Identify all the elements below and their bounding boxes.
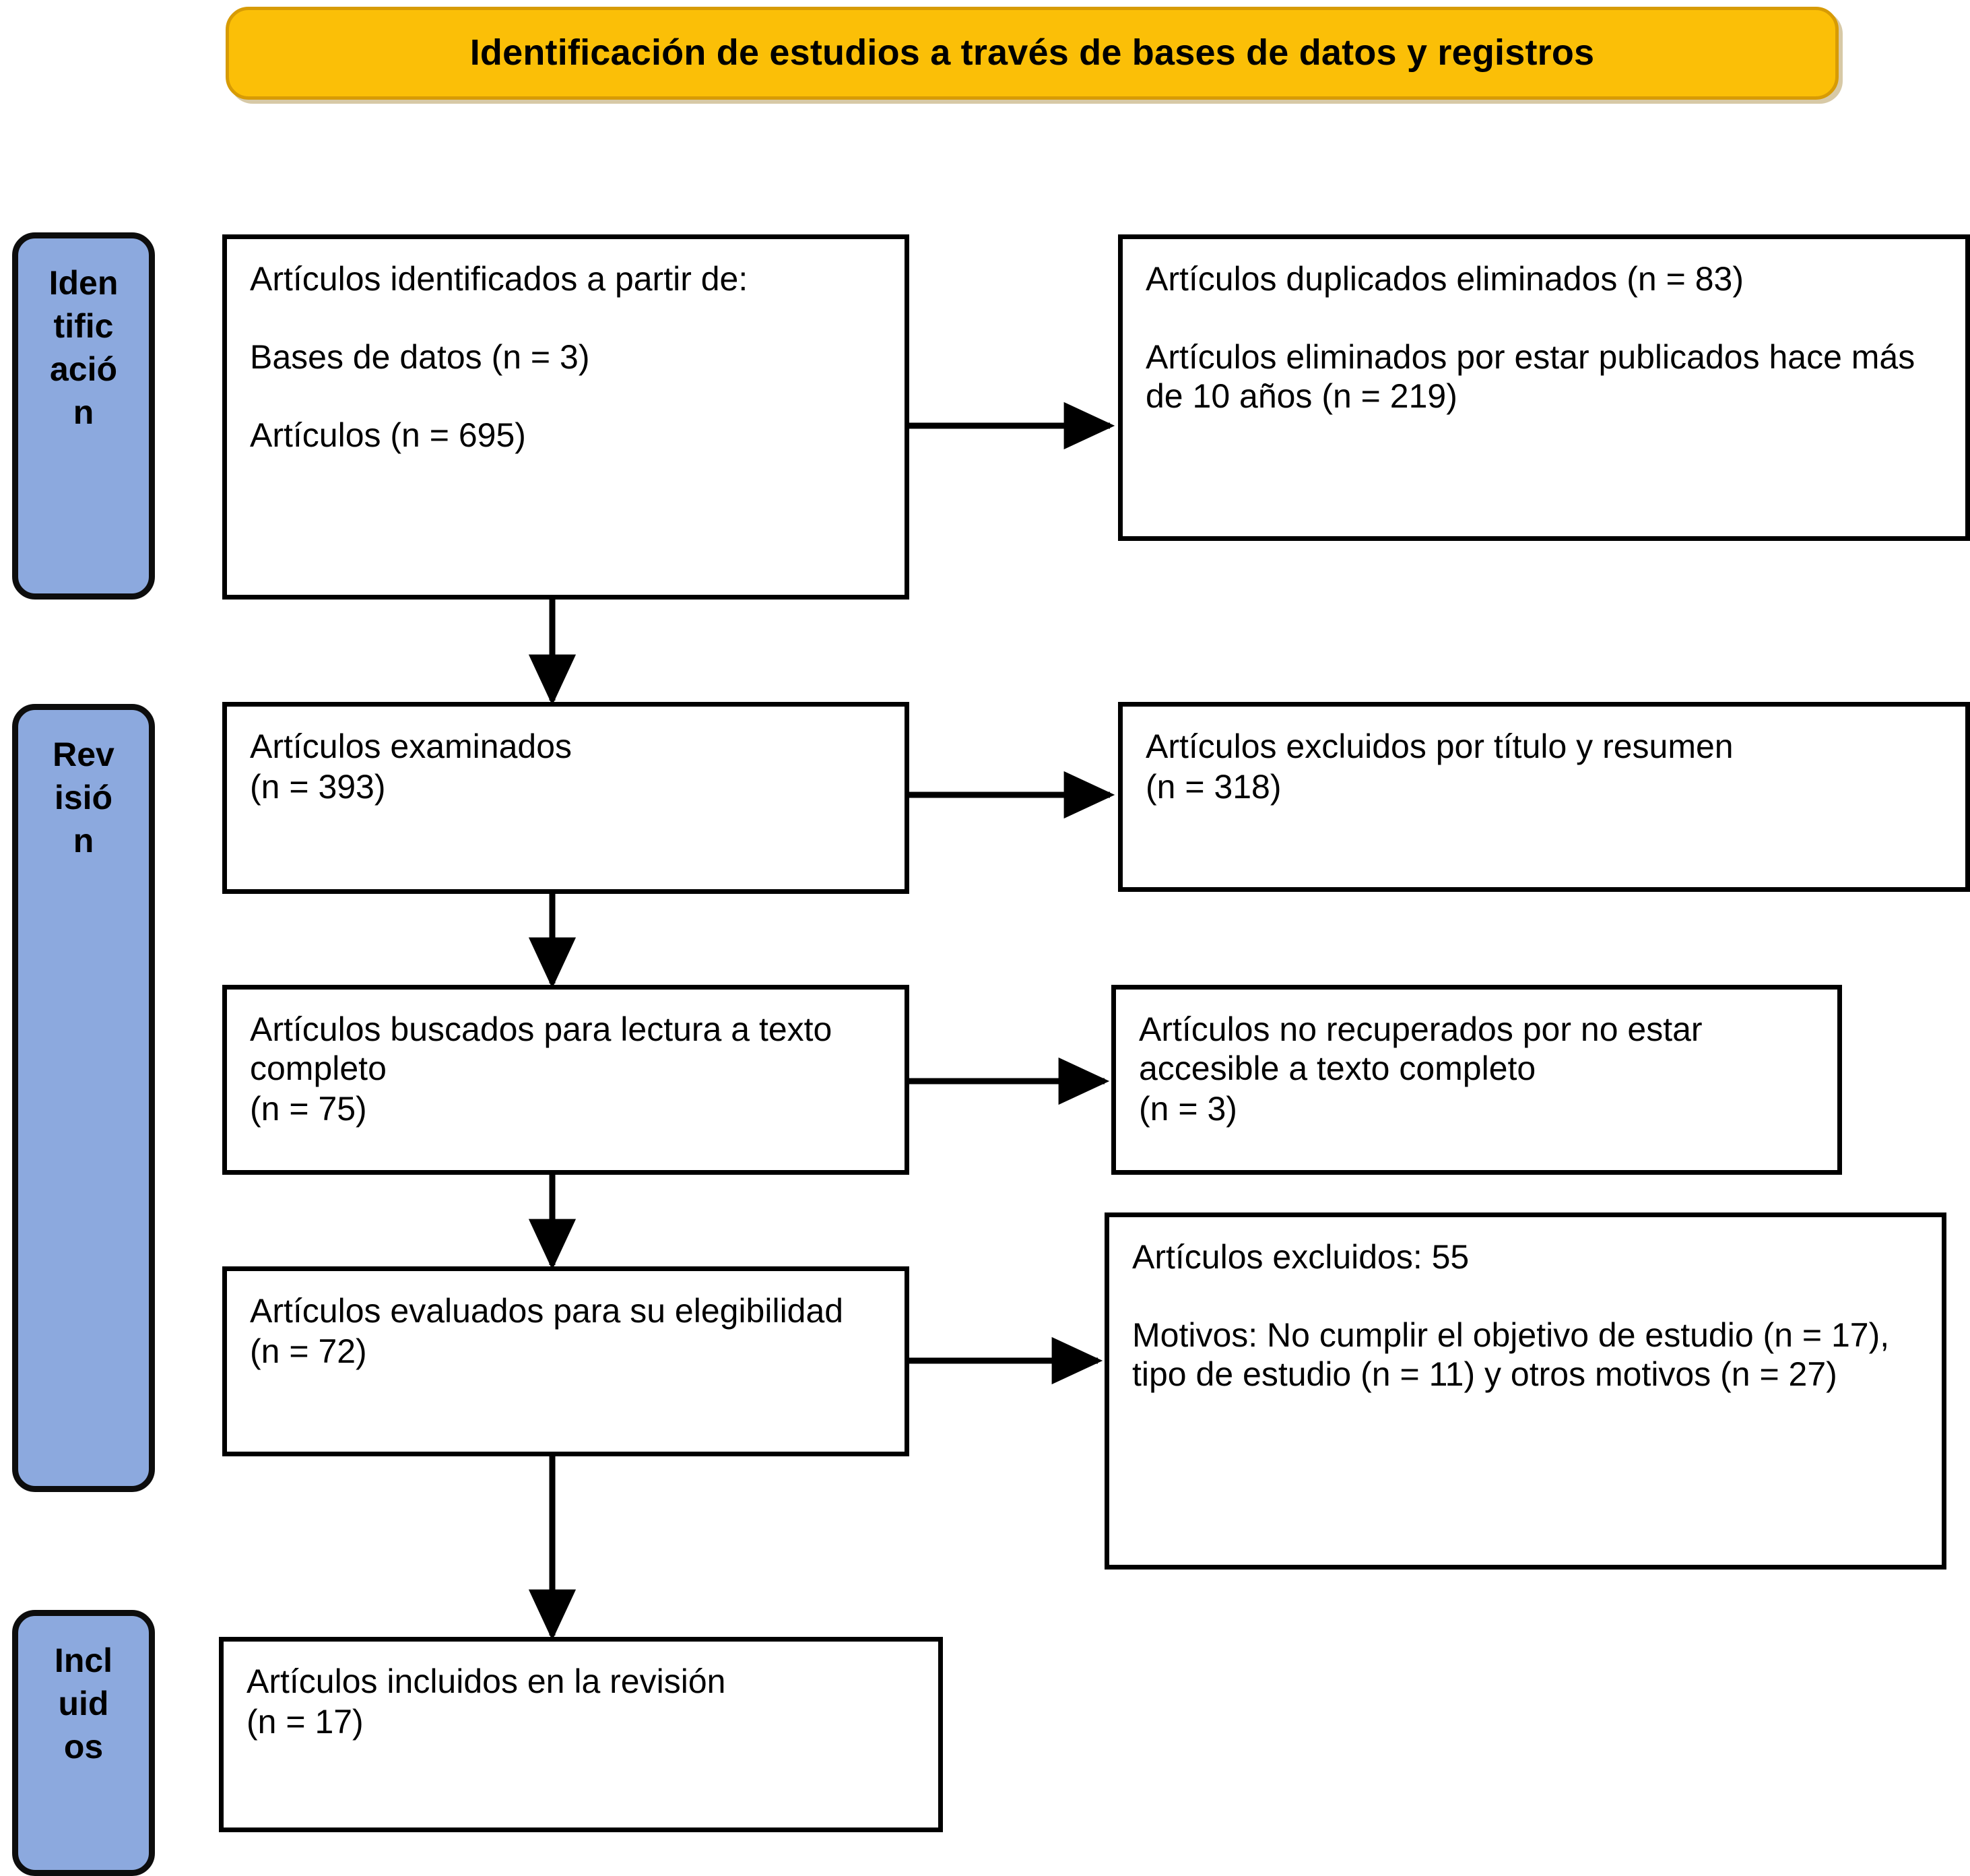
stage-line: Rev — [53, 736, 114, 773]
box-line: (n = 17) — [247, 1703, 364, 1741]
box-line: (n = 75) — [250, 1090, 367, 1128]
box-line: (n = 318) — [1146, 768, 1282, 806]
stage-line: isió — [54, 779, 113, 816]
box-articulos-buscados-texto-completo: Artículos buscados para lectura a texto … — [222, 985, 909, 1175]
box-line: Artículos examinados — [250, 727, 572, 765]
box-line: Artículos buscados para lectura a texto … — [250, 1010, 832, 1087]
stage-label-revision: Rev isió n — [12, 704, 155, 1492]
diagram-title-banner: Identificación de estudios a través de b… — [226, 7, 1839, 100]
box-line: Artículos identificados a partir de: — [250, 260, 748, 298]
box-line: Artículos eliminados por estar publicado… — [1146, 338, 1915, 415]
stage-label-incluidos: Incl uid os — [12, 1610, 155, 1876]
stage-line: uid — [58, 1685, 109, 1722]
box-line: Artículos evaluados para su elegibilidad — [250, 1292, 844, 1330]
box-articulos-duplicados-eliminados: Artículos duplicados eliminados (n = 83)… — [1118, 234, 1970, 541]
stage-line: os — [63, 1728, 104, 1766]
box-line: Artículos (n = 695) — [250, 416, 526, 454]
diagram-title-text: Identificación de estudios a través de b… — [469, 32, 1595, 73]
box-articulos-excluidos-motivos: Artículos excluidos: 55 Motivos: No cump… — [1105, 1212, 1946, 1570]
box-articulos-evaluados-elegibilidad: Artículos evaluados para su elegibilidad… — [222, 1266, 909, 1456]
stage-line: n — [73, 822, 94, 860]
box-line: Artículos duplicados eliminados (n = 83) — [1146, 260, 1744, 298]
box-articulos-incluidos-revision: Artículos incluidos en la revisión (n = … — [219, 1637, 943, 1832]
stage-line: ació — [49, 350, 118, 388]
box-articulos-excluidos-titulo-resumen: Artículos excluidos por título y resumen… — [1118, 702, 1970, 892]
stage-label-identificacion: Iden tific ació n — [12, 232, 155, 600]
box-line: Artículos no recuperados por no estar ac… — [1139, 1010, 1703, 1087]
box-line: Motivos: No cumplir el objetivo de estud… — [1132, 1316, 1890, 1393]
box-line: Artículos excluidos por título y resumen — [1146, 727, 1734, 765]
box-line: (n = 72) — [250, 1332, 367, 1370]
stage-line: Incl — [54, 1642, 113, 1679]
box-line: (n = 3) — [1139, 1090, 1237, 1128]
box-line: Artículos excluidos: 55 — [1132, 1238, 1470, 1276]
box-articulos-examinados: Artículos examinados (n = 393) — [222, 702, 909, 894]
stage-line: Iden — [48, 264, 119, 302]
box-line: (n = 393) — [250, 768, 386, 806]
stage-line: n — [73, 393, 94, 431]
box-line: Artículos incluidos en la revisión — [247, 1662, 726, 1700]
box-articulos-no-recuperados: Artículos no recuperados por no estar ac… — [1111, 985, 1842, 1175]
stage-line: tific — [53, 307, 114, 345]
box-line: Bases de datos (n = 3) — [250, 338, 590, 376]
box-articulos-identificados: Artículos identificados a partir de: Bas… — [222, 234, 909, 600]
